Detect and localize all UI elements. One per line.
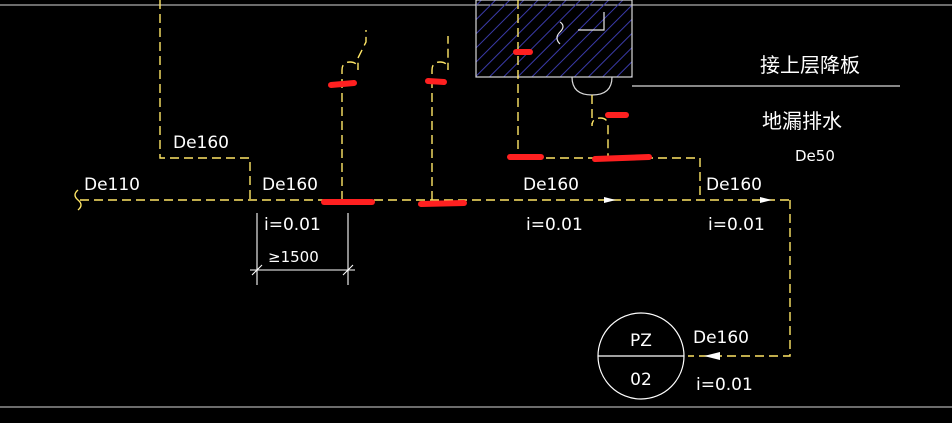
pipe-drain-drop (591, 95, 609, 158)
note-upper-slab: 接上层降板 (760, 53, 860, 77)
pipe-riser-1 (341, 30, 367, 200)
manhole-bottom-text: 02 (630, 370, 652, 390)
pipe-riser-2 (431, 36, 449, 200)
label-dimension: ≥1500 (268, 248, 319, 266)
label-de50: De50 (795, 147, 835, 165)
label-de110: De110 (84, 175, 140, 195)
pipe-network (80, 0, 791, 357)
label-slope-right: i=0.01 (708, 215, 765, 235)
manhole-top-text: PZ (630, 331, 652, 351)
note-floor-drain: 地漏排水 (762, 109, 842, 133)
pipe-outlet (688, 200, 791, 357)
pipe-break-symbol (74, 189, 82, 211)
markup-riser-2 (425, 78, 447, 85)
markup-riser-1 (328, 80, 357, 88)
label-de160-upper: De160 (173, 133, 229, 153)
flow-arrow-right (760, 197, 772, 203)
markup-branch-right (592, 154, 652, 162)
pipe-upper-branch (518, 157, 701, 200)
label-slope-left: i=0.01 (264, 215, 321, 235)
flow-arrow-inlet (704, 352, 720, 360)
label-slope-inlet: i=0.01 (696, 375, 753, 395)
pipe-upper-loop (159, 0, 251, 200)
label-de160-mid: De160 (523, 175, 579, 195)
slab-inner-symbol (556, 12, 605, 45)
slab-hatch-box (475, 0, 633, 78)
label-de160-left: De160 (262, 175, 318, 195)
label-de160-inlet: De160 (693, 328, 749, 348)
labels: De110 De160 De160 De160 De160 De160 De50… (84, 53, 860, 395)
flow-arrow-mid (604, 197, 616, 203)
manhole-symbol: PZ 02 (597, 312, 685, 400)
markup-trunk-2 (418, 200, 467, 207)
dimension-group (250, 213, 355, 285)
red-markups (321, 49, 652, 207)
label-de160-right: De160 (706, 175, 762, 195)
floor-drain-trap (571, 76, 613, 96)
label-slope-mid: i=0.01 (526, 215, 583, 235)
